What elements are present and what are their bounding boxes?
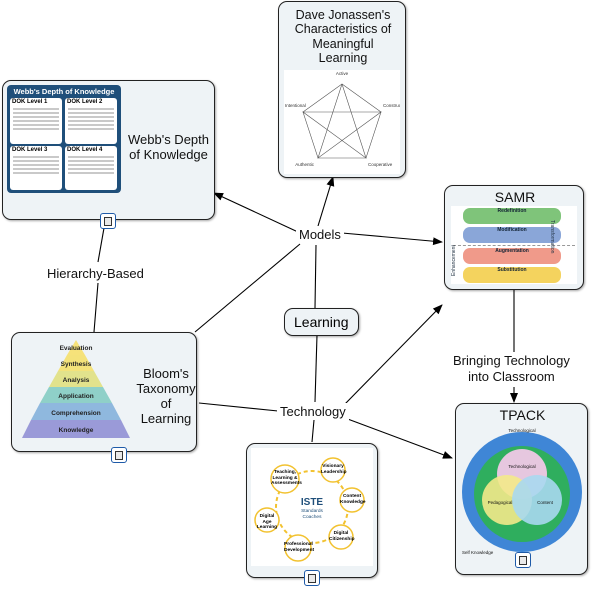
dok-level-4-label: DOK Level 4	[67, 147, 103, 153]
jonassen-label-intentional: Intentional	[285, 103, 306, 108]
bloom-level-comprehension: Comprehension	[51, 410, 101, 417]
iste-item-digital-age: Digital Age Learning	[256, 514, 278, 530]
samr-bar-augmentation-label: Augmentation	[495, 248, 529, 254]
webb-dok-image: Webb's Depth of Knowledge DOK Level 1 DO…	[7, 85, 121, 193]
bloom-level-analysis: Analysis	[63, 377, 90, 384]
samr-side-enhancement: Enhancement	[451, 245, 457, 276]
samr-bar-substitution: Substitution	[463, 267, 561, 283]
jonassen-label-active: Active	[336, 71, 349, 76]
bloom-level-knowledge: Knowledge	[59, 427, 94, 434]
samr-title: SAMR	[494, 189, 536, 205]
jonassen-title: Dave Jonassen's Characteristics of Meani…	[294, 8, 392, 66]
edge-webb-hierarchy	[97, 227, 105, 263]
iste-logo-sub: Standards Coaches	[301, 509, 323, 520]
tpack-title: TPACK	[499, 407, 546, 423]
dok-level-2-cell: DOK Level 2	[65, 98, 117, 144]
link-label-bringing: Bringing Technology into Classroom	[450, 352, 573, 386]
jonassen-label-authentic: Authentic	[295, 162, 315, 167]
tpack-ck-label: Content	[537, 500, 554, 505]
pentagon-star-diagram: Active Constructive Cooperative Authenti…	[285, 71, 409, 167]
bloom-level-application: Application	[58, 393, 93, 400]
tpack-pk-label: Pedagogical	[488, 500, 513, 505]
samr-side-transformation: Transformation	[549, 220, 555, 254]
webb-dok-node[interactable]: Webb's Depth of Knowledge DOK Level 1 DO…	[2, 80, 215, 229]
edge-learning-technology	[314, 334, 318, 403]
dok-level-4-cell: DOK Level 4	[65, 146, 117, 190]
tpack-node[interactable]: TPACK Technological Technological Pedago…	[455, 403, 588, 575]
samr-bar-redefinition: Redefinition	[463, 208, 561, 224]
edge-models-webb	[213, 192, 299, 233]
tpack-outer-label: Technological	[508, 428, 535, 433]
jonassen-diagram: Active Constructive Cooperative Authenti…	[284, 70, 409, 174]
edge-learning-models	[314, 244, 317, 309]
bloom-level-synthesis: Synthesis	[61, 361, 92, 368]
jonassen-node[interactable]: Dave Jonassen's Characteristics of Meani…	[278, 1, 409, 178]
edge-models-jonassen	[317, 176, 335, 227]
iste-item-content: Content Knowledge	[340, 494, 366, 505]
samr-bar-substitution-label: Substitution	[497, 267, 527, 273]
iste-node[interactable]: Visionary Leadership Content Knowledge D…	[246, 443, 378, 586]
link-label-models: Models	[296, 226, 344, 243]
samr-bar-modification: Modification	[463, 227, 561, 243]
webb-dok-title: Webb's Depth of Knowledge	[127, 132, 209, 162]
edge-technology-iste	[311, 419, 315, 443]
dok-level-3-cell: DOK Level 3	[10, 146, 62, 190]
bloom-pyramid: Evaluation Synthesis Analysis Applicatio…	[22, 340, 130, 438]
edge-hierarchy-bloom	[93, 282, 99, 333]
edge-technology-tpack	[344, 417, 453, 459]
jonassen-label-constructive: Constructive	[383, 103, 400, 108]
bloom-level-evaluation: Evaluation	[60, 345, 93, 352]
iste-item-citizenship: Digital Citizenship	[329, 531, 355, 542]
edge-models-samr	[341, 232, 443, 246]
bloom-node[interactable]: Evaluation Synthesis Analysis Applicatio…	[11, 332, 197, 463]
learning-node[interactable]: Learning	[284, 308, 359, 336]
tpack-document-icon[interactable]	[515, 552, 531, 568]
samr-image: Redefinition Modification Augmentation S…	[451, 206, 577, 284]
samr-node[interactable]: SAMR Redefinition Modification Augmentat…	[444, 185, 584, 290]
iste-item-teaching: Teaching, Learning & Assessments	[271, 470, 302, 486]
iste-item-development: Professional Development	[284, 542, 315, 553]
link-label-technology: Technology	[277, 403, 349, 420]
bloom-title: Bloom's Taxonomy of Learning	[136, 366, 196, 426]
webb-dok-document-icon[interactable]	[100, 213, 116, 229]
link-label-hierarchy: Hierarchy-Based	[44, 265, 147, 282]
samr-divider	[453, 245, 575, 246]
iste-ring	[254, 457, 365, 562]
bloom-document-icon[interactable]	[111, 447, 127, 463]
samr-bar-redefinition-label: Redefinition	[497, 208, 527, 214]
tpack-tk-label: Technological	[508, 464, 535, 469]
dok-level-1-cell: DOK Level 1	[10, 98, 62, 144]
dok-level-3-label: DOK Level 3	[12, 147, 48, 153]
webb-dok-image-header: Webb's Depth of Knowledge	[13, 87, 115, 96]
iste-logo: ISTE	[300, 497, 324, 508]
iste-document-icon[interactable]	[304, 570, 320, 586]
iste-item-visionary: Visionary Leadership	[321, 464, 347, 475]
samr-bar-augmentation: Augmentation	[463, 248, 561, 264]
edge-bloom-models	[194, 243, 301, 333]
dok-level-2-label: DOK Level 2	[67, 99, 103, 105]
tpack-self-label: Self Knowledge	[462, 550, 494, 555]
jonassen-label-cooperative: Cooperative	[368, 162, 393, 167]
samr-bar-modification-label: Modification	[497, 227, 527, 233]
edge-technology-bloom	[198, 402, 279, 412]
dok-level-1-label: DOK Level 1	[12, 99, 48, 105]
edge-technology-samr	[344, 304, 443, 405]
iste-image: Visionary Leadership Content Knowledge D…	[251, 448, 373, 566]
tpack-venn: Technological Technological Pedagogical …	[462, 428, 582, 555]
